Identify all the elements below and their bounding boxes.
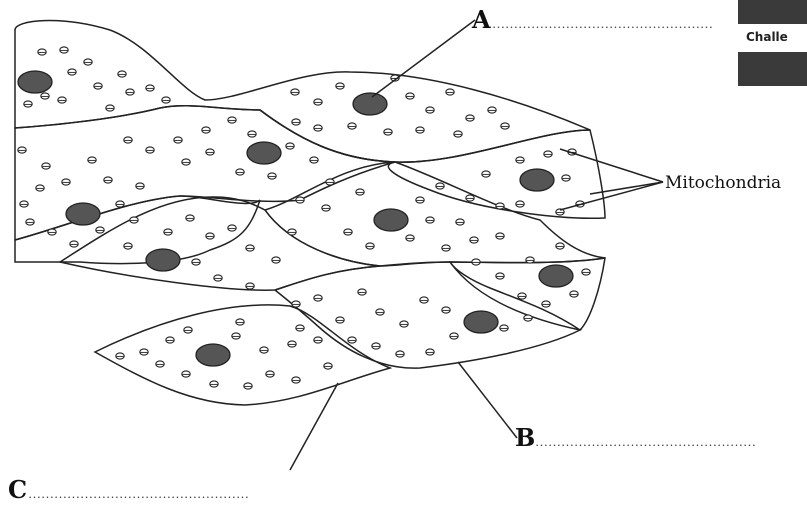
nucleus <box>520 169 554 191</box>
nucleus <box>539 265 573 287</box>
cell-outline <box>15 21 590 163</box>
pointer-line-mito <box>560 149 663 182</box>
label-a: A <box>472 8 491 32</box>
cell-outlines <box>15 21 605 405</box>
nucleus <box>374 209 408 231</box>
answer-blank-b: …………………………………………… <box>535 434 756 450</box>
pointer-line-mito <box>560 182 663 210</box>
label-c: C <box>8 478 27 502</box>
nuclei <box>18 71 573 366</box>
corner-badge: Challe <box>738 0 807 92</box>
nucleus <box>66 203 100 225</box>
answer-blank-c: …………………………………………… <box>28 486 249 502</box>
nucleus <box>247 142 281 164</box>
nucleus <box>146 249 180 271</box>
label-mitochondria: Mitochondria <box>665 173 781 193</box>
corner-badge-bottom <box>738 52 807 86</box>
label-b: B <box>515 426 535 450</box>
pointer-lines <box>290 20 663 470</box>
nucleus <box>464 311 498 333</box>
corner-badge-top <box>738 0 807 24</box>
nucleus <box>196 344 230 366</box>
nucleus <box>353 93 387 115</box>
cell-outline <box>260 110 605 218</box>
answer-blank-a: …………………………………………… <box>492 16 713 32</box>
nucleus <box>18 71 52 93</box>
pointer-line-c <box>290 383 338 470</box>
pointer-line-b <box>458 362 517 438</box>
corner-badge-text: Challe <box>746 30 788 44</box>
